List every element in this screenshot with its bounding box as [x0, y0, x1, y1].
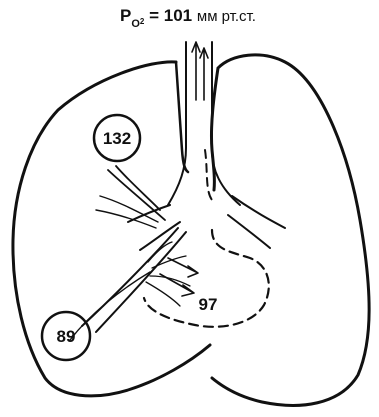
fan-line-4 — [146, 282, 180, 306]
label-89: 89 — [57, 327, 76, 346]
arrow-to-97-upper — [168, 258, 198, 277]
trachea-right-wall — [212, 42, 240, 205]
lower-branch-line-3 — [70, 272, 150, 340]
upper-branch-line-2 — [108, 170, 165, 220]
airflow-arrow-left — [192, 42, 200, 100]
right-main-bronchus-lower — [228, 215, 270, 248]
airflow-arrow-right — [200, 48, 208, 100]
right-lung-outline — [211, 55, 369, 406]
heart-dashed-inner — [205, 150, 212, 200]
label-97: 97 — [199, 295, 218, 314]
upper-branch-line-1 — [116, 166, 160, 210]
label-132: 132 — [103, 129, 131, 148]
fan-line-3 — [150, 276, 190, 286]
lower-branch-line-2 — [96, 232, 186, 332]
